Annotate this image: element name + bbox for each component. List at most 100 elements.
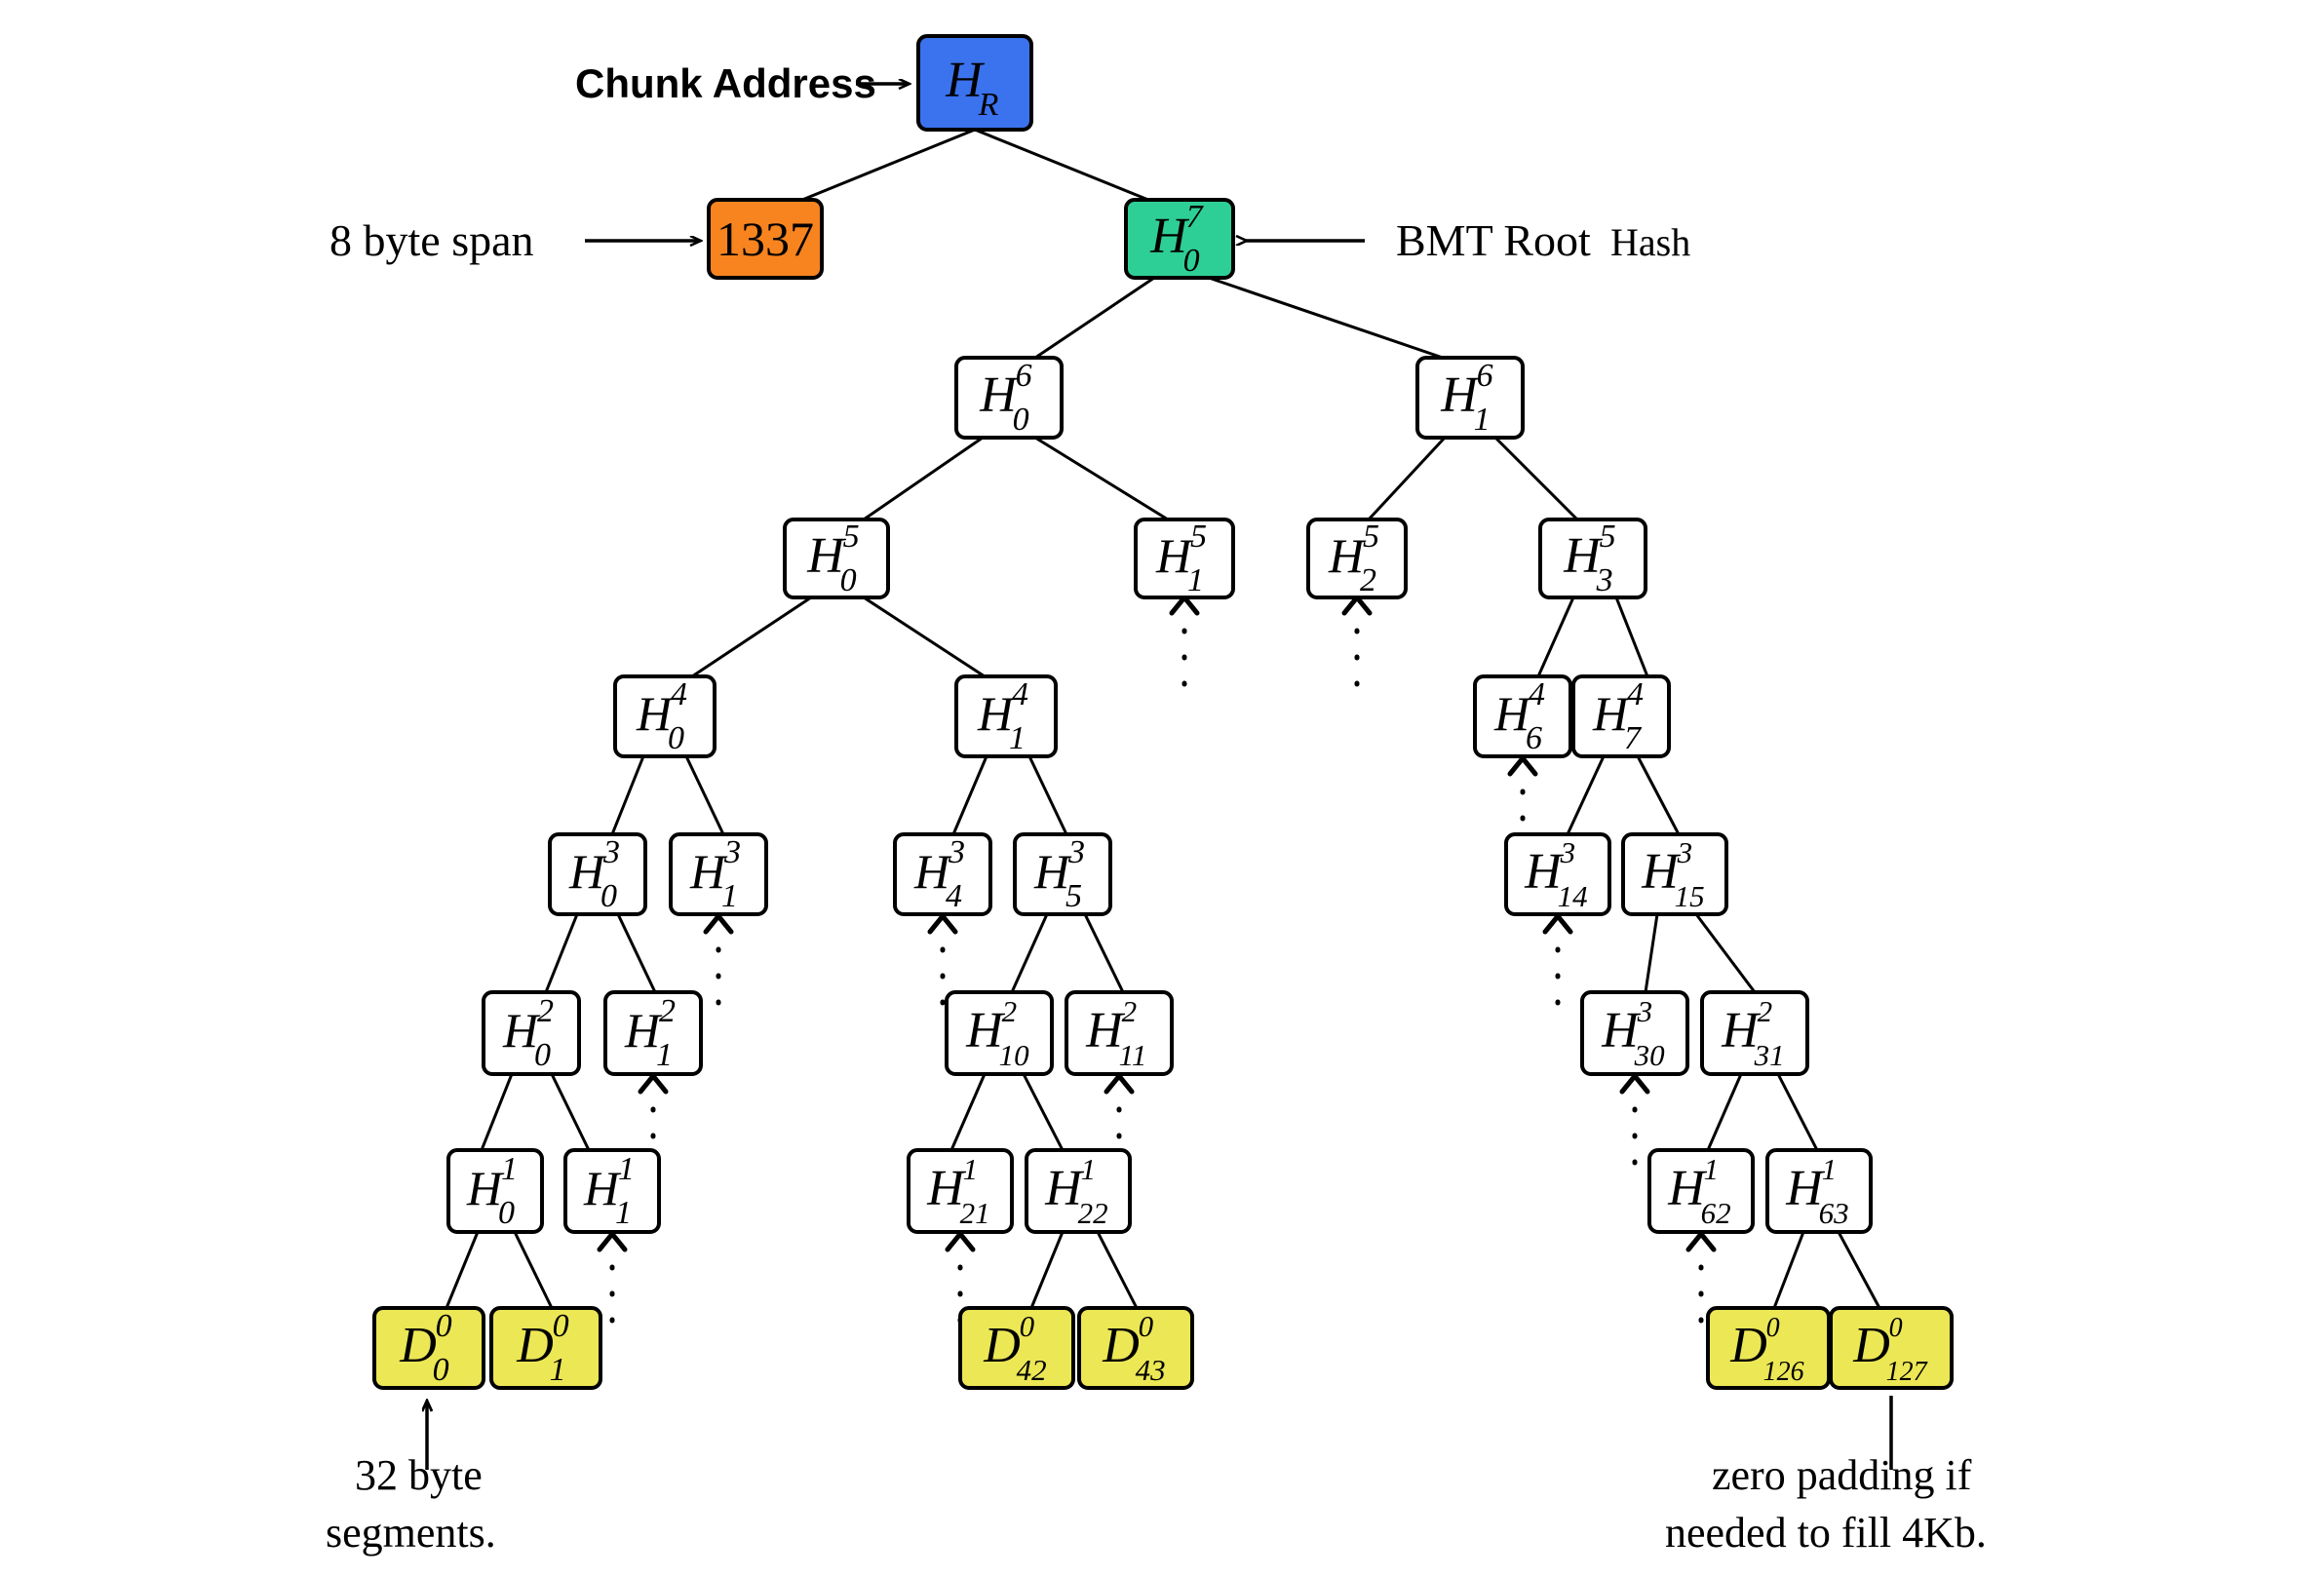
node-level1-1: H11 bbox=[563, 1148, 661, 1234]
node-level4-2-box bbox=[1473, 674, 1572, 758]
segments-label-line1: 32 byte bbox=[355, 1451, 483, 1499]
node-level6-0-superscript: 6 bbox=[1016, 358, 1032, 394]
node-bmt-root-hash: H70 bbox=[1124, 198, 1235, 280]
node-level5-3-subscript: 3 bbox=[1596, 562, 1613, 598]
ellipsis-caret bbox=[1542, 912, 1573, 935]
node-level4-0-base: H bbox=[636, 686, 675, 741]
node-level3-5-subscript: 15 bbox=[1675, 879, 1705, 913]
node-level1-1-superscript: 1 bbox=[618, 1151, 635, 1187]
node-level0-0-subscript: 0 bbox=[433, 1352, 449, 1388]
node-level5-0-box bbox=[783, 518, 890, 599]
node-chunk-address-root-box bbox=[916, 34, 1033, 132]
edges-layer bbox=[445, 128, 1881, 1309]
node-level2-4-box bbox=[1580, 990, 1689, 1076]
node-level3-2: H34 bbox=[893, 832, 992, 916]
node-level6-1: H61 bbox=[1415, 356, 1525, 440]
tree-edge-h2-31-to-h1-63 bbox=[1776, 1073, 1819, 1151]
tree-edge-h1-63-to-d0-127 bbox=[1837, 1231, 1881, 1309]
node-level6-1-subscript: 1 bbox=[1474, 402, 1491, 438]
node-level4-3-subscript: 7 bbox=[1624, 720, 1643, 756]
node-level5-1-superscript: 5 bbox=[1190, 519, 1207, 555]
node-bmt-root-hash-box bbox=[1124, 198, 1235, 280]
node-level0-1-base: D bbox=[516, 1318, 554, 1373]
node-level5-2-superscript: 5 bbox=[1363, 519, 1379, 555]
node-level4-1-base: H bbox=[977, 686, 1016, 741]
tree-edge-h2-31-to-h1-62 bbox=[1706, 1073, 1743, 1151]
node-chunk-address-root-base: H bbox=[945, 53, 985, 108]
node-level6-0-base: H bbox=[979, 367, 1019, 423]
node-level5-2-box bbox=[1306, 518, 1408, 599]
node-level1-3-base: H bbox=[1044, 1161, 1084, 1216]
tree-edge-h3-5-to-h2-11 bbox=[1083, 913, 1125, 993]
node-level0-5-subscript: 127 bbox=[1886, 1357, 1928, 1387]
node-bmt-root-hash-superscript: 7 bbox=[1186, 199, 1205, 235]
tree-edge-h2-0-to-h1-1 bbox=[550, 1073, 591, 1151]
node-level2-0-base: H bbox=[502, 1003, 541, 1058]
node-level6-1-base: H bbox=[1440, 367, 1480, 423]
node-level5-0-base: H bbox=[806, 528, 846, 584]
node-level5-2: H52 bbox=[1306, 518, 1408, 599]
node-level4-1-box bbox=[954, 674, 1058, 758]
node-level1-0: H10 bbox=[446, 1148, 544, 1234]
node-level1-0-superscript: 1 bbox=[501, 1151, 518, 1187]
node-span-value-text: 1337 bbox=[717, 212, 814, 266]
node-level0-3-base: D bbox=[1102, 1318, 1140, 1373]
node-level1-5-box bbox=[1765, 1148, 1873, 1234]
node-level1-1-base: H bbox=[583, 1161, 622, 1215]
node-level4-0-box bbox=[613, 674, 717, 758]
tree-edge-h5-0-to-h4-0 bbox=[691, 596, 812, 678]
node-level1-2-box bbox=[907, 1148, 1014, 1234]
node-level2-0: H20 bbox=[482, 990, 581, 1076]
node-level0-0: D00 bbox=[372, 1306, 485, 1390]
node-level4-2-subscript: 6 bbox=[1526, 720, 1542, 756]
node-level3-4-superscript: 3 bbox=[1560, 835, 1576, 869]
node-level1-4-subscript: 62 bbox=[1701, 1196, 1731, 1230]
ellipsis-under-h3-1 bbox=[703, 912, 734, 1009]
node-level3-1-superscript: 3 bbox=[723, 834, 741, 870]
node-span-value-box bbox=[707, 198, 824, 280]
node-level0-3-superscript: 0 bbox=[1139, 1309, 1154, 1343]
tree-edge-h2-10-to-h1-21 bbox=[949, 1073, 987, 1151]
tree-edge-h1-22-to-d0-43 bbox=[1096, 1231, 1139, 1309]
node-chunk-address-root: HR bbox=[916, 34, 1033, 132]
node-level0-4-superscript: 0 bbox=[1766, 1313, 1780, 1343]
padding-label-line1: zero padding if bbox=[1712, 1451, 1972, 1499]
node-level0-3-subscript: 43 bbox=[1136, 1353, 1166, 1387]
node-level5-0-superscript: 5 bbox=[843, 519, 860, 555]
node-level0-1-superscript: 0 bbox=[553, 1308, 569, 1344]
tree-edge-h1-22-to-d0-42 bbox=[1029, 1231, 1065, 1309]
node-level2-2-superscript: 2 bbox=[1002, 994, 1018, 1028]
node-level1-2-superscript: 1 bbox=[963, 1152, 979, 1186]
segments-label-line2: segments. bbox=[326, 1509, 496, 1557]
node-level0-1-subscript: 1 bbox=[550, 1352, 566, 1388]
node-level2-3-box bbox=[1065, 990, 1174, 1076]
node-level3-3-box bbox=[1013, 832, 1112, 916]
node-level3-5-superscript: 3 bbox=[1677, 835, 1693, 869]
tree-edge-h3-15-to-h3-30 bbox=[1644, 913, 1659, 993]
node-level5-1: H51 bbox=[1134, 518, 1235, 599]
chunk-address-annotation: Chunk Address bbox=[575, 60, 909, 106]
node-level0-2-superscript: 0 bbox=[1020, 1309, 1035, 1343]
node-level1-5-subscript: 63 bbox=[1819, 1196, 1849, 1230]
tree-edge-h4-1-to-h3-5 bbox=[1027, 755, 1068, 835]
bmt-root-hash-label-a: BMT Root bbox=[1396, 215, 1591, 265]
node-level2-5-base: H bbox=[1721, 1003, 1761, 1058]
tree-edge-h3-0-to-h2-1 bbox=[616, 913, 657, 993]
node-bmt-root-hash-subscript: 0 bbox=[1183, 243, 1200, 279]
node-level2-2-box bbox=[945, 990, 1054, 1076]
tree-edge-h6-1-to-h5-2 bbox=[1367, 436, 1447, 521]
node-level3-3-subscript: 5 bbox=[1065, 878, 1082, 914]
node-level3-2-base: H bbox=[913, 844, 952, 899]
node-level2-1-superscript: 2 bbox=[659, 993, 676, 1029]
node-level1-4-base: H bbox=[1667, 1161, 1707, 1216]
tree-edge-h4-7-to-h3-14 bbox=[1566, 755, 1606, 835]
tree-edge-bmt-to-h6-0 bbox=[1034, 276, 1155, 360]
node-level3-1-base: H bbox=[689, 844, 728, 899]
node-level3-0-box bbox=[548, 832, 647, 916]
